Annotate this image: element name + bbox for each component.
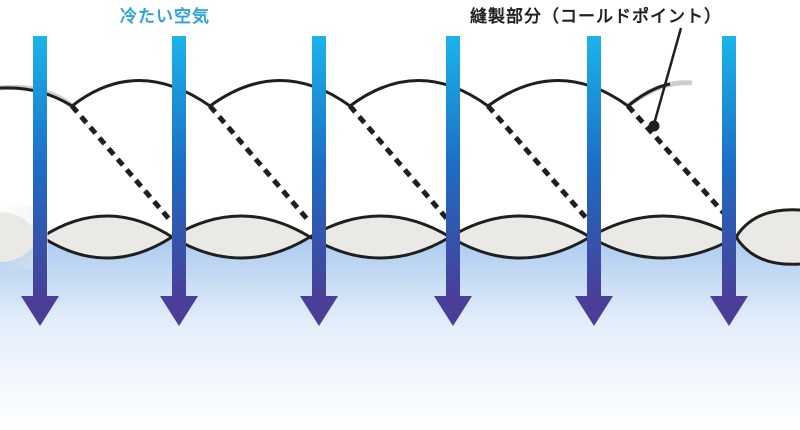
edge-chamber-right (736, 209, 800, 265)
cold-floor (0, 235, 800, 430)
lower-chambers (39, 214, 740, 260)
stitch-line (626, 104, 732, 222)
down-arrow-icon (434, 36, 472, 326)
seam-callout-dot (648, 120, 660, 132)
down-arrow-icon (575, 36, 613, 326)
upper-chambers (0, 79, 671, 108)
edge-chamber-right-outline-bottom (734, 236, 800, 266)
upper-arc (71, 79, 211, 108)
cold-air-arrows (21, 36, 748, 326)
seam-label: 縫製部分（コールドポイント） (470, 7, 722, 27)
upper-arc (487, 79, 629, 108)
stitch-line (486, 104, 590, 222)
down-arrow-icon (710, 36, 748, 326)
stitch-line (208, 104, 310, 222)
down-arrow-icon (160, 36, 198, 326)
upper-arc (209, 79, 351, 108)
down-arrow-icon (21, 36, 59, 326)
stitch-line (70, 104, 172, 222)
upper-arc-end (627, 82, 671, 108)
stitch-lines (70, 104, 732, 222)
cold-air-label: 冷たい空気 (120, 7, 210, 27)
down-arrow-icon (300, 36, 338, 326)
edge-chamber-right-outline (734, 208, 800, 238)
stitch-line (348, 104, 450, 222)
upper-arc (349, 79, 489, 108)
seam-callout-line (652, 27, 683, 125)
